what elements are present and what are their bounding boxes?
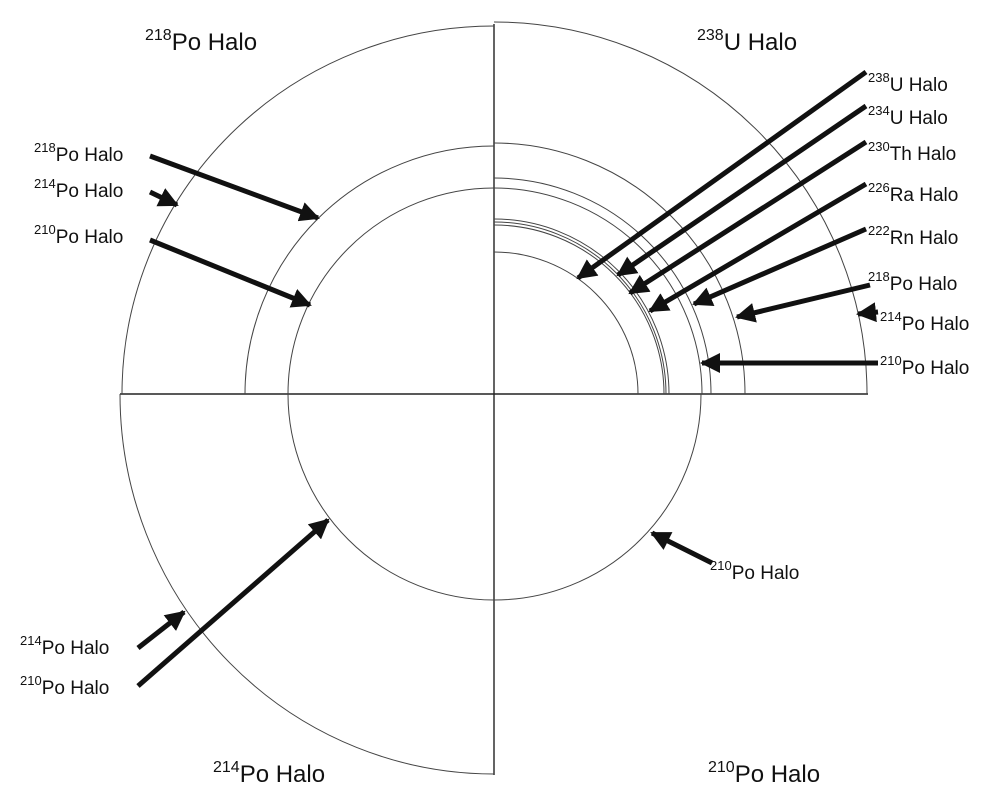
ring-214po xyxy=(121,25,495,395)
label-tr-210po: 210Po Halo xyxy=(880,353,969,379)
ring-226ra xyxy=(493,218,670,395)
ring-210po xyxy=(493,393,702,601)
label-tr-214po: 214Po Halo xyxy=(880,309,969,335)
label-tr-238u: 238U Halo xyxy=(868,70,948,96)
ring-218po xyxy=(244,145,495,395)
title-top-left: 218Po Halo xyxy=(145,27,257,56)
arrow-tr-214po xyxy=(856,302,879,323)
ring-214po xyxy=(493,21,868,395)
arrow-tr-226ra xyxy=(648,181,868,314)
label-tr-226ra: 226Ra Halo xyxy=(868,180,958,206)
label-bl-214po: 214Po Halo xyxy=(20,633,109,659)
ring-210po xyxy=(287,393,495,601)
quadrant-210po xyxy=(493,393,702,601)
quadrant-218po xyxy=(121,25,495,395)
title-bottom-left: 214Po Halo xyxy=(213,759,325,788)
ring-238u xyxy=(493,251,639,395)
arrow-tl-218po xyxy=(149,153,320,222)
arrow-tl-210po xyxy=(149,237,312,308)
label-tr-222rn: 222Rn Halo xyxy=(868,223,958,249)
arrows xyxy=(136,69,879,688)
arrow-bl-210po xyxy=(136,518,330,688)
ring-210po xyxy=(493,187,703,395)
ring-214po xyxy=(119,393,495,775)
arrow-tr-222rn xyxy=(692,226,867,307)
label-tr-234u: 234U Halo xyxy=(868,103,948,129)
label-tl-210po: 210Po Halo xyxy=(34,222,123,248)
ring-210po xyxy=(287,187,495,395)
ring-222rn xyxy=(493,177,712,395)
label-tr-218po: 218Po Halo xyxy=(868,269,957,295)
ring-218po xyxy=(493,142,746,395)
quadrant-238u xyxy=(493,21,868,395)
label-br-210po: 210Po Halo xyxy=(710,558,799,584)
label-tl-218po: 218Po Halo xyxy=(34,140,123,166)
quadrant-214po xyxy=(119,393,495,775)
arrow-tr-234u xyxy=(616,103,868,278)
arrow-tr-218po xyxy=(735,282,871,323)
arrow-tr-230th xyxy=(628,139,868,296)
arrow-br-210po xyxy=(650,530,714,566)
arrow-bl-214po xyxy=(136,610,186,650)
title-top-right: 238U Halo xyxy=(697,27,797,56)
label-tl-214po: 214Po Halo xyxy=(34,176,123,202)
ring-234u xyxy=(493,224,665,395)
arrow-tl-214po xyxy=(148,188,179,208)
ring-230th xyxy=(493,221,667,395)
label-tr-230th: 230Th Halo xyxy=(868,139,956,165)
arrow-tr-238u xyxy=(576,69,868,281)
title-bottom-right: 210Po Halo xyxy=(708,759,820,788)
label-bl-210po: 210Po Halo xyxy=(20,673,109,699)
